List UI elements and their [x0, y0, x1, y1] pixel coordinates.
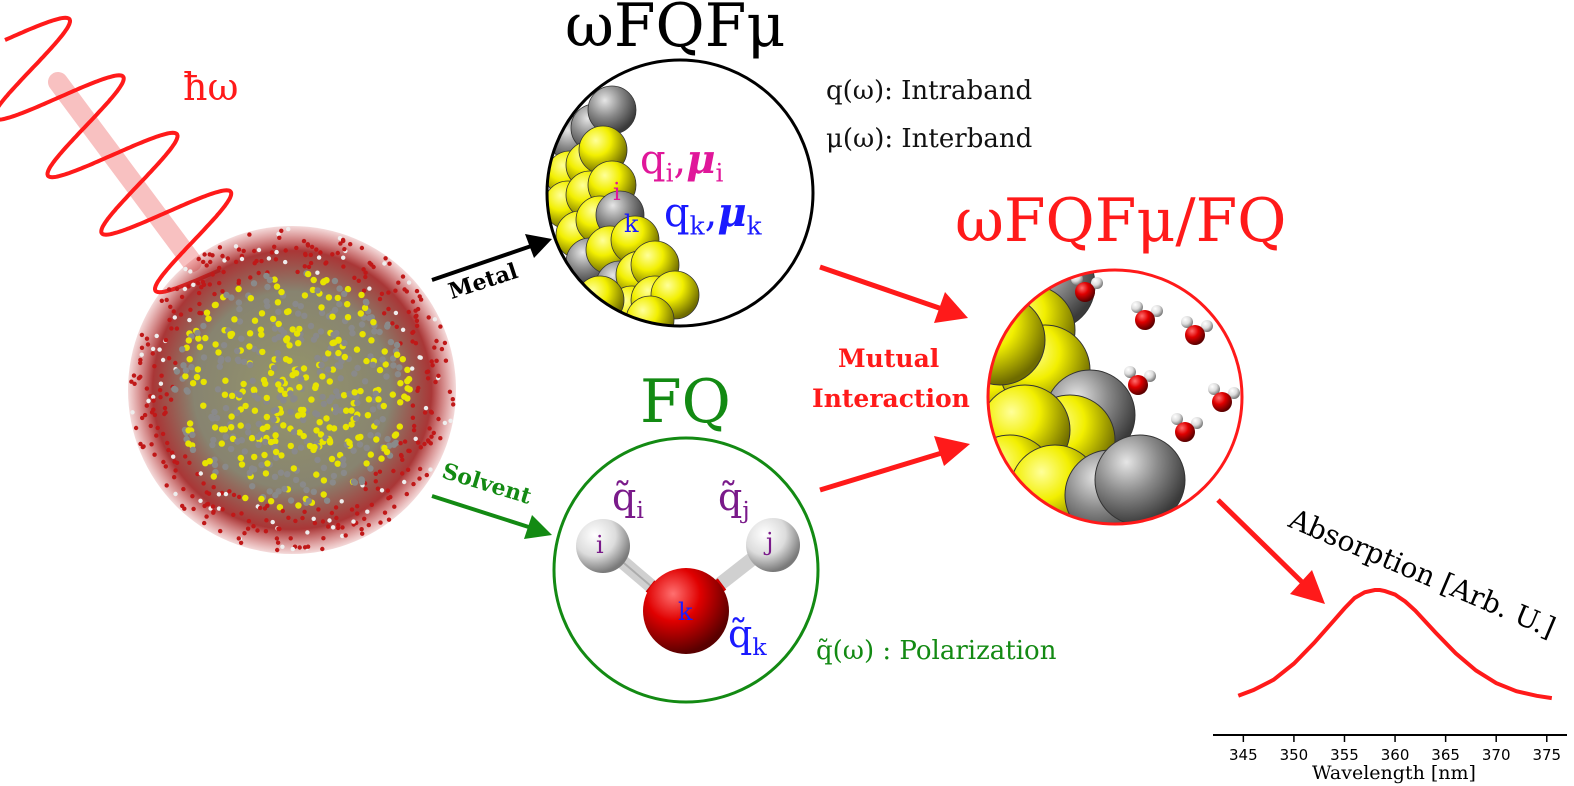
photon-energy-label: ħω: [183, 65, 239, 109]
solvent-atom-k-label: k: [678, 598, 693, 626]
metal-atom: [625, 295, 675, 326]
intraband-note: q(ω): Intraband: [826, 76, 1033, 106]
absorption-spectrum: 345 350 355 360 365 370 375 Wavelength [nm]: [1213, 588, 1567, 784]
x-tick-label: 355: [1330, 746, 1359, 764]
x-tick-label: 370: [1482, 746, 1511, 764]
spectrum-series-line: [1237, 588, 1553, 701]
solvent-charge-j-label: q̃j: [718, 475, 750, 525]
metal-atom-k-label: k: [624, 210, 639, 238]
solvent-model-title: FQ: [640, 367, 731, 437]
hydrogen-atom-i: [576, 519, 630, 573]
mutual-interaction-label-line2: Interaction: [812, 384, 970, 413]
solvated-nanoparticle: [128, 226, 456, 554]
metal-atom-i-label: i: [613, 178, 621, 206]
photon-wave-icon: [0, 15, 234, 295]
metal-arrow: [431, 241, 541, 282]
combined-to-spectrum-arrow: [1216, 498, 1307, 587]
x-tick-label: 365: [1431, 746, 1460, 764]
solvent-model-panel: [552, 436, 820, 704]
solvent-arrow: [431, 494, 539, 532]
oxygen-atom-k: [643, 568, 729, 654]
charge-dipole-i-label: qi,μi: [640, 136, 724, 188]
x-tick-label: 345: [1229, 746, 1258, 764]
x-axis-label: Wavelength [nm]: [1312, 762, 1476, 784]
solvent-to-combined-arrow: [819, 449, 946, 493]
mutual-interaction-label-line1: Mutual: [838, 344, 940, 373]
combined-model-panel: [986, 268, 1244, 526]
water-molecule: [1131, 301, 1163, 330]
photon-wave-line: [0, 15, 234, 295]
interband-note: μ(ω): Interband: [826, 124, 1033, 154]
metal-atom: [587, 85, 637, 135]
x-tick-label: 350: [1280, 746, 1309, 764]
polarization-note: q̃(ω) : Polarization: [816, 636, 1057, 666]
solvent-charge-k-label: q̃k: [728, 612, 767, 662]
metal-atom: [1094, 434, 1186, 524]
metal-to-combined-arrow: [819, 264, 946, 313]
combined-model-title: ωFQFμ/FQ: [955, 186, 1287, 256]
x-tick-label: 375: [1532, 746, 1561, 764]
water-molecule: [1171, 413, 1203, 442]
photon-beam: [48, 72, 202, 272]
water-molecule: [1181, 316, 1213, 345]
charge-dipole-k-label: qk,μk: [664, 189, 762, 241]
x-tick-label: 360: [1381, 746, 1410, 764]
metal-model-title: ωFQFμ: [565, 0, 786, 61]
solvent-atom-j-label: j: [766, 528, 774, 556]
solvent-charge-i-label: q̃i: [612, 475, 644, 525]
solvent-atom-i-label: i: [596, 531, 604, 559]
hydrogen-atom-j: [746, 518, 800, 572]
water-molecule: [1208, 383, 1240, 412]
water-molecule: [1124, 366, 1156, 395]
